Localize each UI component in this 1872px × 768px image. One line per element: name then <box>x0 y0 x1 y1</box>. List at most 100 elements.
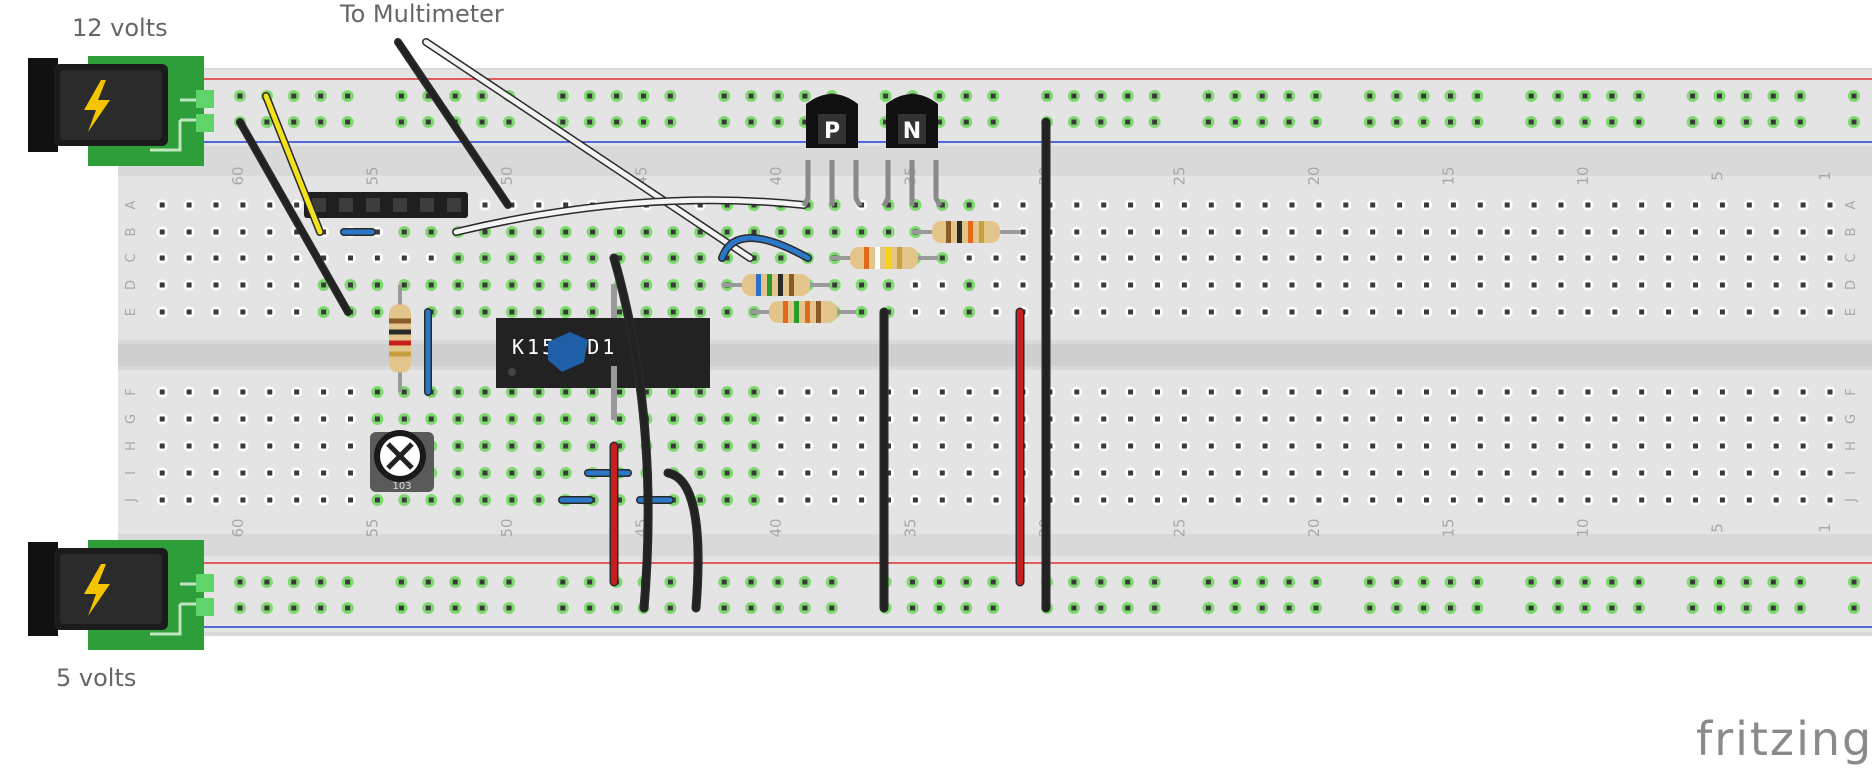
hole-center <box>1827 497 1833 503</box>
hole-center <box>1098 119 1104 125</box>
hole-center <box>1259 579 1265 585</box>
hole-center <box>939 416 945 422</box>
hole-center <box>1020 202 1026 208</box>
jumper-wires <box>236 38 1051 613</box>
hole-center <box>1746 229 1752 235</box>
hole-center <box>240 229 246 235</box>
resistor-band <box>946 221 951 243</box>
resistor-band <box>816 301 821 323</box>
transistor-npn: N <box>881 94 943 208</box>
hole-center <box>159 282 165 288</box>
hole-center <box>1367 119 1373 125</box>
hole-center <box>1531 443 1537 449</box>
hole-center <box>778 443 784 449</box>
hole-center <box>1666 497 1672 503</box>
hole-center <box>1098 605 1104 611</box>
hole-center <box>1531 282 1537 288</box>
hole-center <box>1155 282 1160 288</box>
hole-center <box>859 416 865 422</box>
hole-center <box>237 605 243 611</box>
hole-center <box>264 605 270 611</box>
hole-center <box>617 416 622 422</box>
hole-center <box>1555 605 1561 611</box>
hole-center <box>1531 497 1537 503</box>
hole-center <box>1531 229 1537 235</box>
hole-center <box>1504 282 1510 288</box>
hole-center <box>1773 389 1779 395</box>
hole-center <box>912 389 918 395</box>
hole-center <box>939 470 945 476</box>
hole-center <box>1074 443 1080 449</box>
hole-center <box>1343 443 1349 449</box>
hole-center <box>291 579 297 585</box>
hole-center <box>479 579 485 585</box>
resistor-band <box>864 247 869 269</box>
hole-center <box>912 416 918 422</box>
hole-center <box>1666 443 1672 449</box>
hole-center <box>536 470 542 476</box>
hole-center <box>993 416 999 422</box>
hole-center <box>670 229 676 235</box>
hole-center <box>1181 416 1187 422</box>
hole-center <box>1181 202 1187 208</box>
hole-center <box>1504 443 1510 449</box>
hole-center <box>748 119 754 125</box>
hole-center <box>1770 93 1776 99</box>
hole-center <box>1208 443 1214 449</box>
hole-center <box>563 282 569 288</box>
row-label: C <box>1844 253 1859 262</box>
hole-center <box>1693 202 1698 208</box>
hole-center <box>1851 119 1857 125</box>
column-label: 25 <box>1170 518 1188 537</box>
hole-center <box>186 443 192 449</box>
hole-center <box>506 605 512 611</box>
hole-center <box>1719 255 1725 261</box>
hole-center <box>724 416 730 422</box>
hole-center <box>506 579 512 585</box>
hole-center <box>1098 93 1104 99</box>
hole-center <box>1770 119 1776 125</box>
resistor-band <box>389 318 411 324</box>
hole-center <box>264 579 270 585</box>
hole-center <box>1504 497 1510 503</box>
hole-center <box>590 229 596 235</box>
hole-center <box>778 389 784 395</box>
hole-center <box>993 497 999 503</box>
hole-center <box>1450 497 1456 503</box>
row-label: C <box>124 253 139 262</box>
hole-center <box>1585 282 1591 288</box>
resistor-band <box>389 351 411 357</box>
hole-center <box>963 119 969 125</box>
hole-center <box>267 229 273 235</box>
hole-center <box>267 255 273 261</box>
hole-center <box>1612 255 1618 261</box>
hole-center <box>966 416 972 422</box>
hole-center <box>1313 605 1319 611</box>
hole-center <box>345 579 351 585</box>
hole-center <box>1394 605 1400 611</box>
hole-center <box>1797 93 1803 99</box>
hole-center <box>697 470 703 476</box>
hole-center <box>1636 579 1642 585</box>
hole-center <box>859 443 865 449</box>
column-label: 5 <box>1708 171 1726 181</box>
hole-center <box>1477 255 1483 261</box>
hole-center <box>912 202 918 208</box>
hole-center <box>186 416 192 422</box>
hole-center <box>1286 119 1292 125</box>
hole-center <box>1477 470 1483 476</box>
hole-center <box>1397 255 1403 261</box>
hole-center <box>455 497 461 503</box>
hole-center <box>670 309 676 315</box>
hole-center <box>966 309 972 315</box>
hole-center <box>617 255 622 261</box>
hole-center <box>186 309 192 315</box>
hole-center <box>1666 229 1672 235</box>
row-label: H <box>124 441 139 451</box>
hole-center <box>1020 229 1026 235</box>
hole-center <box>724 497 730 503</box>
hole-center <box>1289 497 1295 503</box>
hole-center <box>1800 443 1806 449</box>
column-label: 15 <box>1439 518 1457 537</box>
hole-center <box>1746 255 1752 261</box>
